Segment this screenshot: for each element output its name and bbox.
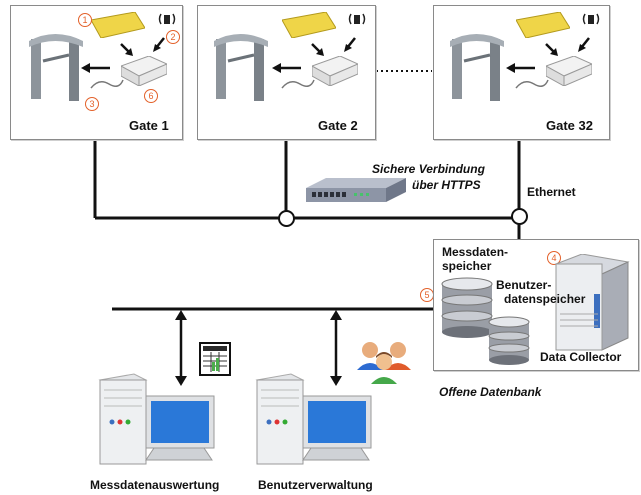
rfid-signal-icon	[158, 12, 176, 28]
arrow-left-icon	[81, 62, 111, 74]
controller-box-icon	[546, 56, 592, 86]
gate-1-box: 1 2 3 6 Gate 1	[10, 5, 183, 140]
workstation-1-icon	[94, 372, 220, 470]
bus-node-2	[511, 208, 528, 225]
card-reader-icon	[282, 12, 336, 38]
arrow-down-icon	[544, 42, 560, 58]
measure-store-label-line1: Messdaten-	[442, 245, 509, 259]
database-icon	[438, 276, 496, 338]
turnstile-icon	[446, 31, 510, 103]
spreadsheet-icon	[199, 342, 231, 376]
workstation-2-icon	[251, 372, 377, 470]
card-reader-icon	[516, 12, 570, 38]
secure-connection-label-line2: über HTTPS	[412, 178, 481, 192]
secure-connection-label-line1: Sichere Verbindung	[372, 162, 485, 176]
arrow-down-icon	[119, 42, 135, 58]
controller-box-icon	[312, 56, 358, 86]
server-icon	[542, 254, 632, 354]
cable-icon	[280, 76, 316, 90]
step-number-6: 6	[144, 89, 158, 103]
gate-32-label: Gate 32	[546, 118, 593, 133]
users-group-icon	[354, 338, 414, 386]
bus-node-1	[278, 210, 295, 227]
arrow-down-left-icon	[576, 36, 592, 54]
rfid-signal-icon	[582, 12, 600, 28]
card-reader-icon	[91, 12, 145, 38]
datastore-box: Messdaten- speicher 4 Benutzer- d	[433, 239, 639, 371]
turnstile-icon	[210, 31, 274, 103]
arrow-down-left-icon	[342, 36, 358, 54]
measure-store-label-line2: speicher	[442, 259, 492, 273]
user-store-label-line2: datenspeicher	[504, 292, 586, 306]
arrow-left-icon	[506, 62, 536, 74]
gate-32-box: Gate 32	[433, 5, 610, 140]
user-store-label-line1: Benutzer-	[496, 278, 552, 292]
cable-icon	[514, 76, 550, 90]
ethernet-label: Ethernet	[527, 185, 576, 199]
user-admin-label: Benutzerverwaltung	[258, 478, 373, 492]
step-number-1: 1	[78, 13, 92, 27]
arrow-left-icon	[272, 62, 302, 74]
cable-icon	[89, 76, 125, 90]
rfid-signal-icon	[348, 12, 366, 28]
gate-2-label: Gate 2	[318, 118, 358, 133]
step-number-4: 4	[547, 251, 561, 265]
step-number-3: 3	[85, 97, 99, 111]
controller-box-icon	[121, 56, 167, 86]
database-icon	[486, 316, 532, 366]
open-database-caption: Offene Datenbank	[439, 385, 542, 399]
turnstile-icon	[25, 31, 89, 103]
gate-2-box: Gate 2	[197, 5, 376, 140]
arrow-down-left-icon	[151, 36, 167, 54]
step-number-2: 2	[166, 30, 180, 44]
step-number-5: 5	[420, 288, 434, 302]
data-collector-label: Data Collector	[540, 350, 622, 364]
switch-icon	[306, 178, 406, 206]
gate-1-label: Gate 1	[129, 118, 169, 133]
measure-eval-label: Messdatenauswertung	[90, 478, 220, 492]
arrow-down-icon	[310, 42, 326, 58]
